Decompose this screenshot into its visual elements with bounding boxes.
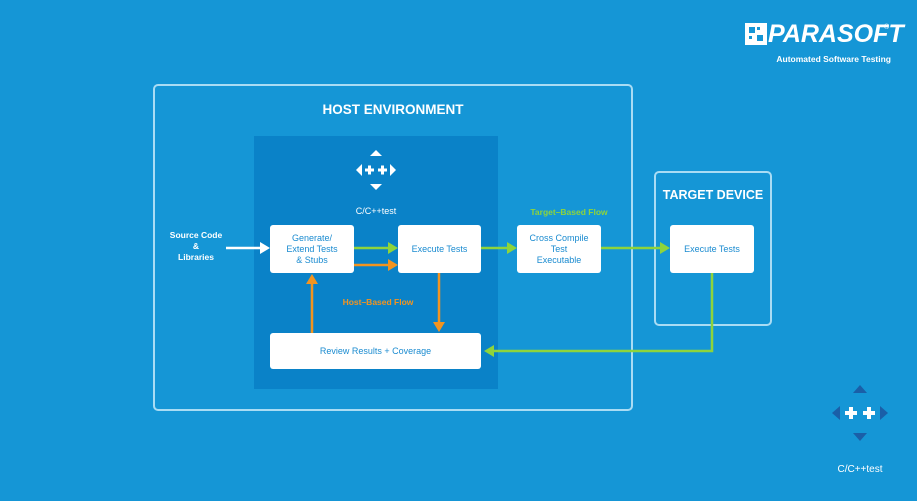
arrow-execute-to-review (433, 273, 445, 332)
review-results-node: Review Results + Coverage (270, 333, 481, 369)
arrow-source-to-generate (226, 242, 270, 254)
execute-tests-target-node: Execute Tests (670, 225, 754, 273)
parasoft-logo-icon (745, 23, 767, 45)
arrow-target-to-review (484, 273, 714, 357)
arrow-generate-to-execute (354, 242, 398, 254)
target-based-flow-label: Target–Based Flow (530, 207, 608, 217)
brand-tagline: Automated Software Testing (776, 54, 891, 64)
footer-cpp-test-icon (832, 385, 888, 441)
arrow-generate-to-execute-host (354, 259, 398, 271)
arrow-cross-compile-to-target (601, 242, 670, 254)
host-environment-title: HOST ENVIRONMENT (322, 102, 464, 117)
execute-tests-host-node: Execute Tests (398, 225, 481, 273)
cross-compile-node: Cross Compile Test Executable (517, 225, 601, 273)
cpp-test-icon (356, 150, 396, 190)
source-code-label: Source Code & Libraries (169, 230, 223, 262)
generate-tests-node: Generate/ Extend Tests & Stubs (270, 225, 354, 273)
footer-product-label: C/C++test (837, 464, 883, 475)
host-based-flow-label: Host–Based Flow (342, 297, 414, 307)
arrow-execute-to-cross-compile (481, 242, 517, 254)
target-device-title: TARGET DEVICE (662, 188, 764, 202)
brand-name: PARASOFT (768, 20, 904, 48)
cpp-test-label: C/C++test (355, 206, 397, 216)
arrow-review-to-generate (306, 274, 318, 333)
brand-registered: ® (884, 24, 890, 31)
